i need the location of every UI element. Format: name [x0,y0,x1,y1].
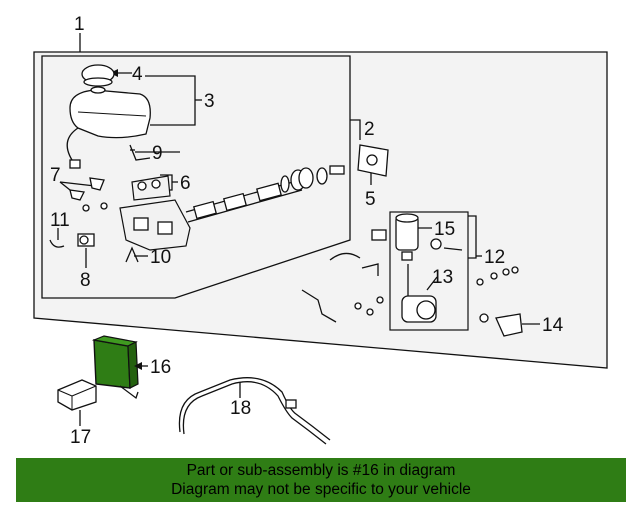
gasket-5-part[interactable] [357,144,389,177]
callout-15: 15 [434,219,455,240]
wire-harness-18-part[interactable] [178,377,331,445]
callout-13: 13 [432,267,453,288]
accumulator-15-part[interactable] [395,213,419,261]
bracket-misc [301,229,387,323]
pump-13-part[interactable] [401,264,437,323]
callout-8: 8 [80,270,91,291]
callout-11: 11 [50,210,70,231]
callout-3: 3 [204,91,215,112]
callout-10: 10 [150,247,171,268]
banner-line-1: Part or sub-assembly is #16 in diagram [186,462,456,479]
callout-1: 1 [74,14,85,35]
info-banner: Part or sub-assembly is #16 in diagram D… [16,458,626,502]
master-cylinder-body[interactable] [119,165,345,251]
callout-18: 18 [230,398,251,419]
callout-14: 14 [542,315,564,336]
clip-11-part[interactable] [49,239,65,248]
bracket-10-part[interactable] [125,246,139,263]
valve-8-part[interactable] [77,233,95,247]
fitting-7-part[interactable] [69,177,108,212]
callout-2: 2 [364,119,375,140]
fitting-12-part[interactable] [430,238,519,286]
reservoir-part[interactable] [66,89,151,169]
callout-5: 5 [365,189,376,210]
callout-16: 16 [150,357,171,378]
callout-6: 6 [180,173,191,194]
callout-7: 7 [50,165,61,186]
arrow-16 [134,362,142,370]
bracket-14-part[interactable] [479,313,523,337]
parts-diagram: 1 2 3 4 5 6 7 8 9 10 11 12 13 14 15 16 1… [33,14,608,448]
callout-12: 12 [484,247,505,268]
banner-line-2: Diagram may not be specific to your vehi… [171,481,471,498]
bracket-9-part[interactable] [129,144,151,161]
callout-17: 17 [70,427,91,448]
grommets-part[interactable] [131,175,171,201]
callout-9: 9 [152,143,163,164]
ecu-16-part[interactable] [91,335,139,400]
reservoir-cap-part[interactable] [81,64,115,94]
callout-labels: 1 2 3 4 5 6 7 8 9 10 11 12 13 14 15 16 1… [50,14,564,448]
callout-4: 4 [132,64,143,85]
connector-17-part[interactable] [57,379,97,411]
